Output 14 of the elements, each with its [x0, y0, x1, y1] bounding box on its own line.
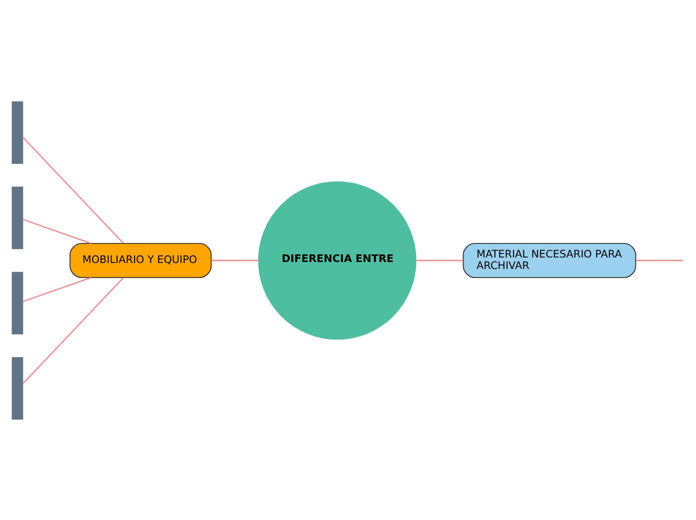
node-box: [12, 356, 24, 420]
connector: [636, 259, 684, 261]
connector: [211, 259, 258, 261]
node-box: MOBILIARIO Y EQUIPO: [70, 242, 212, 278]
connector: [416, 259, 463, 261]
connector: [22, 277, 124, 384]
connector: [22, 218, 92, 244]
node-box: MATERIAL NECESARIO PARA ARCHIVAR: [462, 242, 636, 278]
node-box: [12, 100, 24, 164]
connector: [22, 136, 124, 243]
node-box: [12, 186, 24, 249]
connector: [22, 276, 92, 302]
node-box: [12, 271, 24, 334]
node-circle: DIFERENCIA ENTRE: [258, 180, 416, 340]
